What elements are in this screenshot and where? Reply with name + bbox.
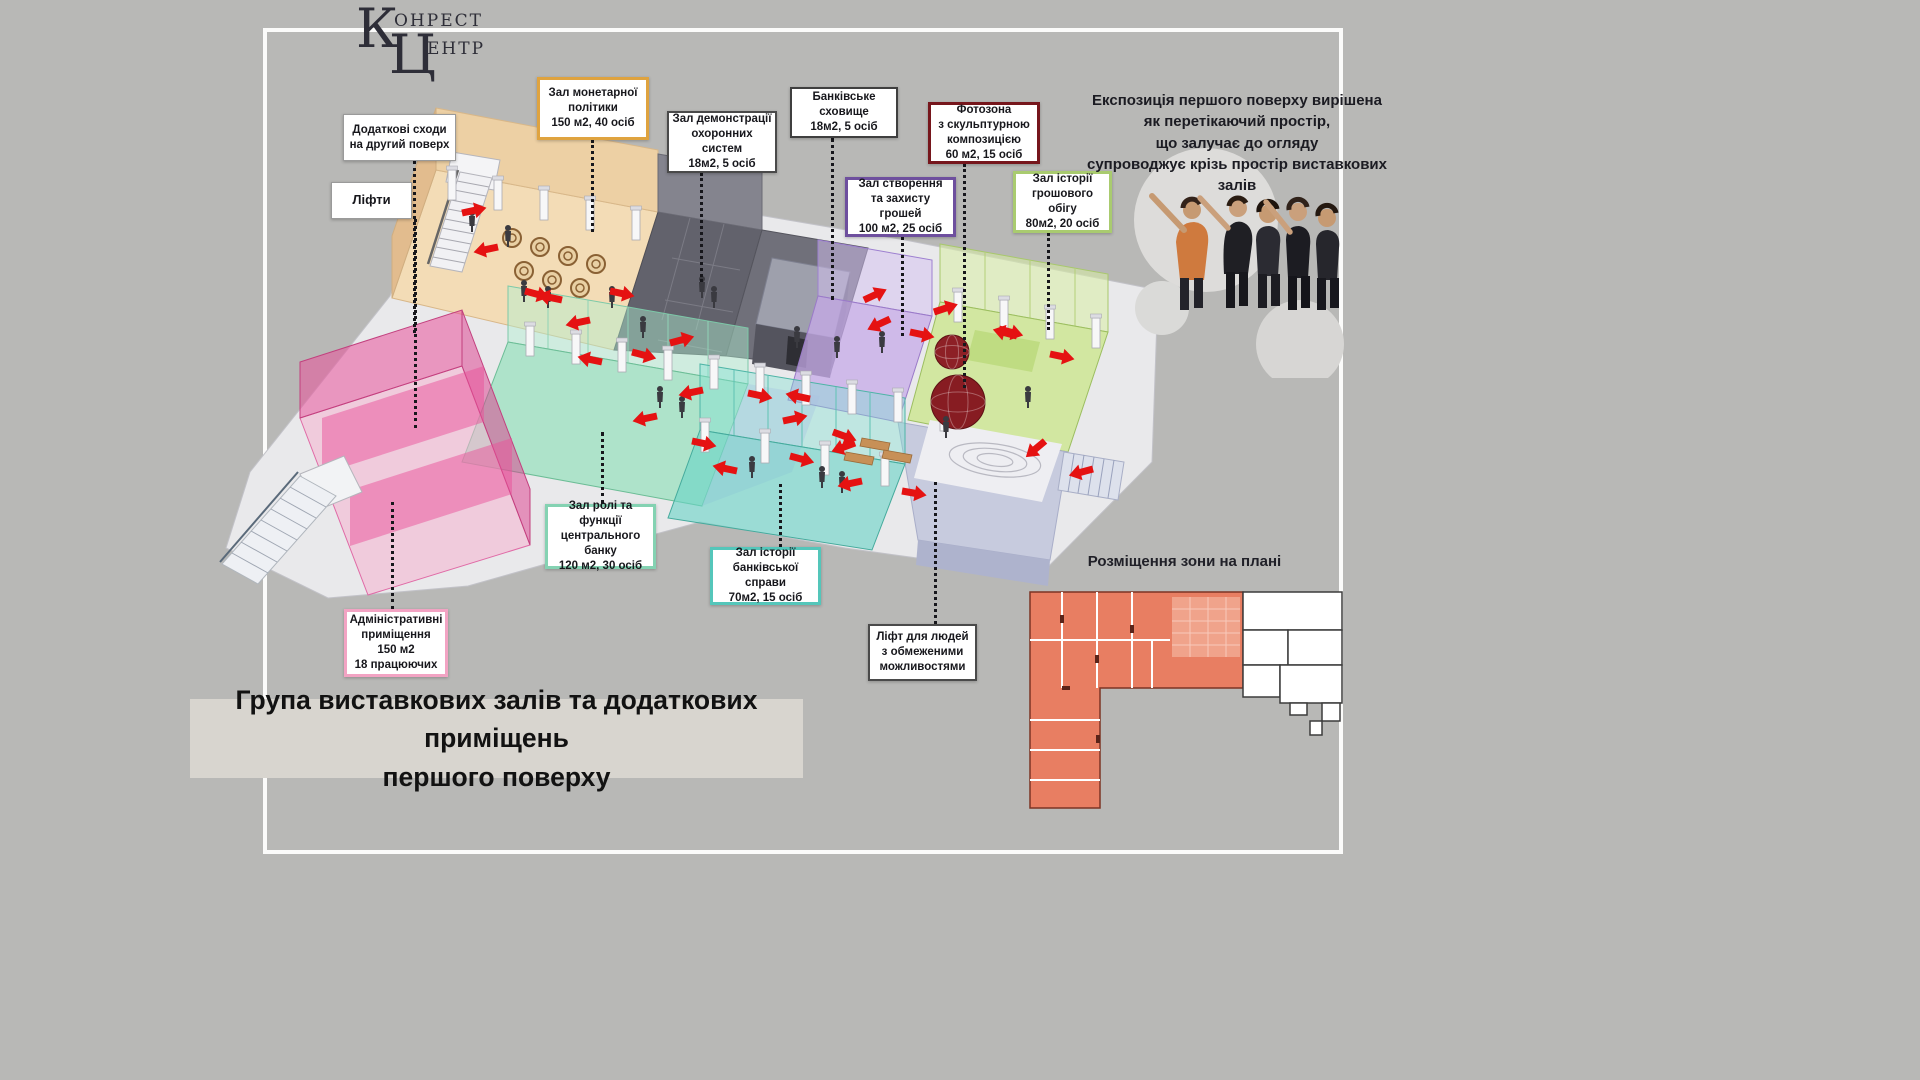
wooden-benches — [843, 437, 913, 466]
leader-line-accessible-lift — [934, 482, 937, 624]
logo-text-entr: ЕНТР — [427, 39, 486, 59]
leader-line-security-demo — [700, 173, 703, 282]
stairs-left-exit — [219, 455, 363, 585]
leader-line-bank-vault — [831, 138, 834, 300]
slide-title-bar: Група виставкових залів та додаткових пр… — [190, 685, 803, 792]
callout-bank-vault: Банківське сховище 18м2, 5 осіб — [790, 87, 898, 138]
logo-text-onrest: ОНРЕСТ — [394, 11, 483, 31]
plan-inner-walls — [1030, 592, 1170, 781]
sculpture-spheres — [930, 334, 986, 430]
slide-frame-border — [263, 28, 1343, 854]
zone-location-plan — [1029, 591, 1343, 809]
leader-line-money-creation — [901, 237, 904, 336]
people-photo-svg — [1134, 148, 1344, 388]
leader-line-monetary-policy — [591, 140, 594, 232]
people-photo-illustration — [1128, 148, 1358, 388]
zone-administrative — [299, 309, 531, 596]
photo-backdrop-circle — [1256, 300, 1344, 388]
zone-security-systems — [613, 153, 763, 357]
plan-main-hall — [1172, 597, 1240, 657]
logo-initial-ts: Ц — [389, 23, 437, 86]
plan-heading: Розміщення зони на плані — [1087, 553, 1282, 570]
leader-line-central-bank-role — [601, 432, 604, 504]
callout-accessible-lift: Ліфт для людей з обмеженими можливостями — [868, 624, 977, 681]
slide-title: Група виставкових залів та додаткових пр… — [235, 684, 758, 792]
leader-line-banking-history — [779, 484, 782, 547]
callout-administrative: Адміністративні приміщення 150 м2 18 пра… — [344, 609, 448, 677]
leader-line-photo-zone — [963, 164, 966, 388]
people-figures — [1149, 193, 1340, 310]
exposition-description: Експозиція першого поверху вирішена як п… — [1086, 92, 1387, 195]
callout-banking-history: Зал історії банківської справи 70м2, 15 … — [710, 547, 821, 605]
leader-line-administrative — [391, 502, 394, 609]
callout-central-bank-role: Зал ролі та функції центрального банку 1… — [545, 500, 656, 572]
zone-photo-floor — [914, 420, 1062, 502]
callout-money-circulation: Зал історії грошового обігу 80м2, 20 осі… — [1013, 171, 1112, 233]
plan-adjacent-rooms — [1242, 591, 1343, 736]
plan-hall-grid — [1172, 597, 1240, 657]
callout-photo-zone: Фотозона з скульптурною композицією 60 м… — [928, 102, 1040, 164]
callout-monetary-policy: Зал монетарної політики 150 м2, 40 осіб — [537, 77, 649, 140]
logo-initial-k: К — [356, 0, 398, 60]
callout-money-creation: Зал створення та захисту грошей 100 м2, … — [845, 177, 956, 237]
callout-security-demo: Зал демонстрації охоронних систем 18м2, … — [667, 111, 777, 173]
leader-line-money-circulation — [1047, 233, 1050, 330]
plan-door-marks — [1060, 615, 1134, 743]
callout-elevators: Ліфти — [331, 182, 412, 219]
logo-konrest-center: К ОНРЕСТ Ц ЕНТР — [350, 0, 490, 86]
leader-line-elevators — [414, 219, 417, 428]
photo-backdrop-circle — [1135, 281, 1189, 335]
callout-extra-stairs: Додаткові сходи на другий поверх — [343, 114, 456, 161]
